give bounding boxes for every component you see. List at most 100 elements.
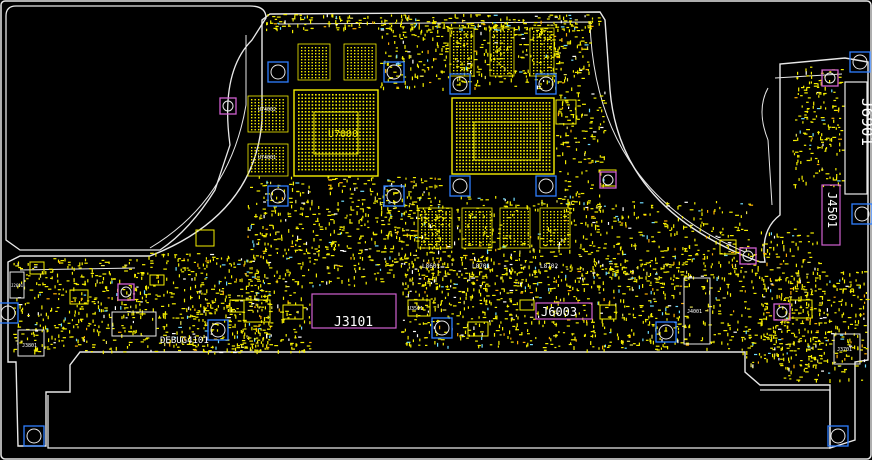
pad	[387, 210, 392, 212]
pad	[798, 296, 800, 300]
pad	[817, 268, 819, 271]
ic-outline	[29, 261, 45, 275]
pad	[736, 251, 740, 253]
cpu-ball	[475, 124, 477, 126]
cpu-ball	[475, 105, 477, 107]
cpu-ball	[456, 102, 458, 104]
pad	[569, 195, 571, 199]
pad	[499, 334, 502, 336]
pad	[628, 227, 632, 229]
pad	[38, 314, 40, 317]
pad	[89, 323, 92, 325]
pad	[219, 281, 222, 283]
pad	[622, 207, 624, 211]
cpu-ball	[478, 114, 480, 117]
cpu-ball	[497, 105, 500, 107]
pad	[689, 333, 691, 337]
pad	[740, 215, 742, 218]
pad	[648, 261, 651, 263]
pad	[808, 148, 811, 150]
pad	[301, 202, 306, 204]
pad	[384, 245, 386, 249]
pad	[71, 271, 73, 275]
pad	[825, 275, 829, 277]
pad	[555, 68, 558, 70]
pad	[851, 347, 854, 349]
pad	[203, 310, 205, 313]
pad	[525, 75, 527, 78]
pad	[558, 81, 562, 83]
pad	[799, 130, 801, 134]
pad	[800, 95, 803, 97]
pad	[288, 213, 292, 215]
pad	[649, 284, 652, 286]
pad	[269, 335, 271, 339]
pad	[408, 205, 410, 208]
pad	[469, 296, 474, 298]
pad	[448, 17, 453, 19]
pad	[92, 319, 94, 323]
pad	[518, 281, 520, 284]
pad	[843, 350, 847, 352]
pad	[509, 269, 511, 273]
pad	[473, 288, 475, 292]
pad	[161, 305, 165, 307]
pad	[293, 292, 296, 294]
cpu-ball	[465, 130, 468, 133]
pad	[195, 335, 199, 337]
pad	[656, 211, 660, 213]
pad	[386, 33, 389, 35]
pad	[785, 366, 787, 370]
pad	[187, 316, 191, 318]
pad	[447, 315, 449, 318]
pad	[456, 323, 460, 325]
pad	[805, 307, 809, 309]
pad	[258, 241, 260, 245]
pad	[808, 313, 810, 317]
pad	[253, 243, 255, 248]
pad	[603, 333, 607, 335]
pad	[435, 286, 437, 291]
pad	[806, 87, 808, 91]
pad	[786, 347, 790, 349]
pad	[274, 18, 278, 20]
pad	[481, 344, 483, 348]
pad	[659, 331, 661, 336]
pad	[226, 348, 228, 353]
pad	[497, 50, 500, 52]
pad	[550, 34, 555, 36]
cpu-ball	[507, 102, 509, 104]
pad	[329, 191, 331, 196]
pad	[720, 264, 722, 268]
pad	[592, 266, 594, 270]
cpu-ball	[529, 114, 532, 117]
pad	[803, 144, 807, 146]
pad	[639, 277, 643, 279]
pad	[367, 207, 371, 209]
pad	[146, 337, 150, 339]
pad	[651, 205, 653, 208]
pad	[345, 232, 349, 234]
pad	[784, 298, 786, 301]
pad	[272, 16, 276, 18]
pad	[689, 224, 693, 226]
pad	[416, 205, 418, 208]
pad	[147, 272, 149, 275]
pad	[134, 273, 136, 278]
pad	[467, 287, 469, 292]
pad	[714, 209, 716, 212]
pad	[810, 355, 813, 359]
pad	[163, 334, 167, 336]
pad	[147, 286, 149, 289]
pad	[593, 325, 595, 329]
pad	[469, 275, 471, 280]
pad	[91, 301, 96, 303]
pad	[210, 304, 212, 309]
pad	[666, 271, 670, 273]
cpu-ball	[504, 130, 506, 133]
pad	[424, 70, 426, 73]
pad	[228, 303, 230, 307]
pad	[694, 202, 696, 205]
pad	[181, 308, 186, 310]
pad	[461, 25, 464, 27]
